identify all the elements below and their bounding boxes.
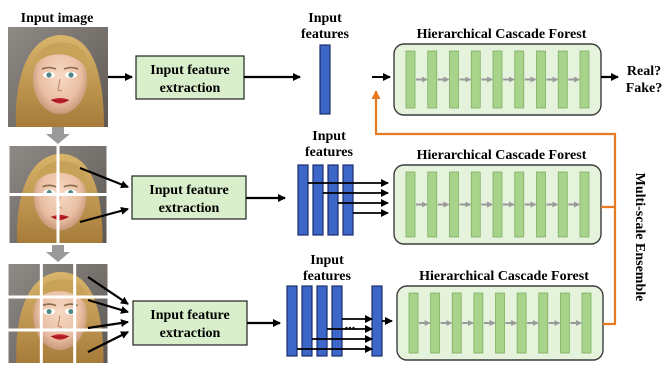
- output-label-real: Real?: [627, 64, 661, 79]
- feature-bar-row2-3: [327, 164, 339, 236]
- extraction-label-line1: Input feature: [149, 183, 228, 198]
- forest-layer: [514, 50, 525, 109]
- forest-layer: [495, 292, 505, 354]
- patch-arrow: [87, 319, 129, 330]
- multi-scale-ensemble-path: [371, 90, 617, 326]
- features-label-1-line1: Input: [308, 11, 342, 26]
- cascade-forest-2: Hierarchical Cascade Forest: [393, 148, 602, 245]
- feature-bar-row2-2: [312, 164, 324, 236]
- face-photo: [8, 27, 108, 127]
- input-image-label: Input image: [21, 11, 94, 26]
- cascade-forest-1: Hierarchical Cascade Forest: [393, 27, 602, 116]
- forest-layer: [405, 50, 416, 109]
- forest-layer: [473, 292, 484, 354]
- features-label-1-line2: features: [301, 27, 349, 42]
- forest-layer: [427, 171, 438, 238]
- cascade-forest-3: Hierarchical Cascade Forest: [396, 269, 604, 361]
- forest-title: Hierarchical Cascade Forest: [419, 269, 589, 284]
- forest-layer: [470, 171, 481, 238]
- feature-bar-row3-1: [286, 285, 298, 357]
- forest-layer: [449, 50, 459, 109]
- patch-arrow: [79, 206, 129, 224]
- features-label-2-line2: features: [305, 145, 353, 160]
- forest-layer: [516, 292, 527, 354]
- forest-title: Hierarchical Cascade Forest: [417, 148, 587, 163]
- feature-bar-row3-4: [331, 285, 343, 357]
- face-image-2: [8, 146, 108, 243]
- forest-layer: [581, 292, 592, 354]
- ensemble-feedback-arrow: [371, 90, 617, 207]
- output-label-fake: Fake?: [626, 81, 663, 96]
- forest-layer: [536, 171, 546, 238]
- face-image-1: [8, 27, 108, 127]
- ensemble-connector: [601, 205, 617, 326]
- extraction-box-2: Input feature extraction: [131, 175, 247, 220]
- extraction-label-line2: extraction: [160, 326, 221, 341]
- feature-bar-row2-1: [297, 164, 309, 236]
- forest-layer: [405, 171, 416, 238]
- forest-layer: [408, 292, 419, 354]
- features-label-2-line1: Input: [312, 129, 346, 144]
- forest-title: Hierarchical Cascade Forest: [417, 27, 587, 42]
- forest-layer: [559, 292, 570, 354]
- forest-layer: [579, 50, 590, 109]
- forest-layer: [449, 171, 459, 238]
- feature-bar-row3-2: [301, 285, 313, 357]
- features-label-3-line2: features: [303, 269, 351, 284]
- forest-layer: [470, 50, 481, 109]
- extraction-box-bg: [132, 300, 248, 346]
- features-ellipsis: ...: [345, 318, 356, 333]
- extraction-box-3: Input feature extraction: [132, 300, 248, 346]
- patch-arrow: [87, 276, 129, 305]
- extraction-label-line1: Input feature: [150, 63, 229, 78]
- down-arrow-2: [46, 245, 70, 262]
- forest-layer: [538, 292, 549, 354]
- forest-layer: [536, 50, 546, 109]
- feature-bar-row1: [319, 44, 331, 115]
- forest-layer: [451, 292, 462, 354]
- forest-layer: [579, 171, 590, 238]
- ensemble-label: Multi-scale Ensemble: [632, 173, 647, 302]
- forest-layer: [492, 171, 503, 238]
- extraction-label-line2: extraction: [159, 201, 220, 216]
- patch-arrow: [79, 166, 129, 189]
- features-label-3-line1: Input: [310, 253, 344, 268]
- forest-layer: [427, 50, 438, 109]
- forest-layer: [430, 292, 441, 354]
- face-image-3: [8, 264, 108, 363]
- feature-bar-row3-3: [316, 285, 328, 357]
- feature-bar-row2-4: [342, 164, 354, 236]
- forest-layer: [492, 50, 503, 109]
- forest-layer: [514, 171, 525, 238]
- extraction-box-1: Input feature extraction: [135, 55, 245, 100]
- forest-layer: [557, 171, 568, 238]
- extraction-box-bg: [131, 175, 247, 220]
- patch-arrow: [87, 331, 129, 353]
- down-arrow-1: [46, 127, 70, 144]
- extraction-label-line2: extraction: [160, 81, 221, 96]
- forest-layer: [557, 50, 568, 109]
- extraction-label-line1: Input feature: [150, 308, 229, 323]
- patch-arrow: [87, 298, 129, 314]
- feature-bar-row3-extra: [371, 285, 383, 357]
